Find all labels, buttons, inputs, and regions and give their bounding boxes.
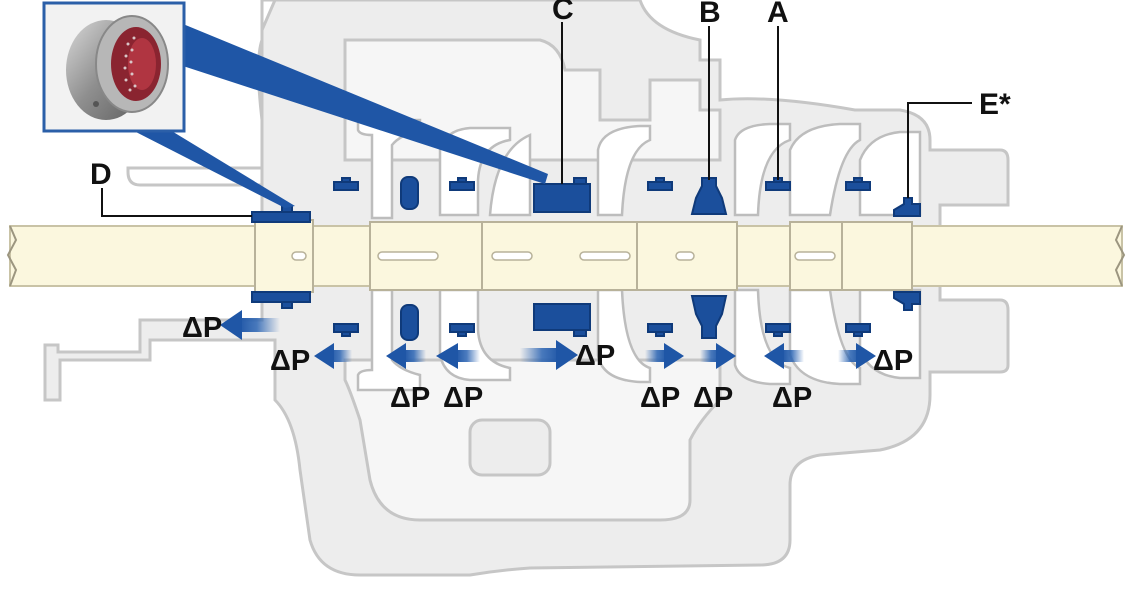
shaft-left-break [6,225,18,287]
leader-e [907,102,972,198]
shaft-hub-5 [841,221,913,291]
part-c-lower [533,303,591,337]
bushing-pin [93,101,99,107]
leader-d [101,188,252,217]
pressure-arrow-icon [764,343,804,369]
stage-6-upper [788,122,862,217]
pressure-arrow-icon [838,343,876,369]
stage-4-upper [596,124,652,217]
pressure-arrow-icon [220,310,280,340]
callout-b: B [699,0,721,29]
part-b-lower [690,295,728,339]
dp-label-2: ΔP [270,345,310,377]
pressure-arrow-icon [436,343,480,369]
shaft [6,219,1126,293]
pressure-arrow-icon [520,340,578,370]
bushing-bore [128,38,156,90]
keyway-6 [794,251,836,261]
keyway-2 [377,251,439,261]
wear-parts [251,176,921,341]
callout-labels: C B A D E* [90,0,1011,191]
stage-1-lower [356,288,422,392]
keyway-1 [291,251,307,261]
ring-seal-2-upper [449,177,475,191]
stage-7-upper [858,130,922,217]
ring-seal-1-lower [333,323,359,337]
pressure-arrow-icon [645,343,684,369]
casing-drain-port [468,418,552,477]
bushing-photo-icon [66,15,169,120]
part-e-upper [893,197,921,217]
dp-label-5: ΔP [575,340,615,372]
keyway-5 [675,251,695,261]
pressure-arrows [220,310,876,370]
inset-projection [132,24,548,208]
shaft-right-break [1114,225,1126,287]
ring-seal-2-lower [449,323,475,337]
dp-label-4: ΔP [443,382,483,414]
stage-5-upper [733,122,792,217]
callout-c: C [552,0,574,26]
projection-beam-lower [132,130,295,208]
callout-d: D [90,158,112,191]
part-c-upper [533,177,591,213]
shaft-keyways [291,251,836,261]
part-b-upper [690,177,728,215]
dp-label-7: ΔP [693,382,733,414]
bushing-inset [42,1,186,133]
ring-seal-3-lower [647,323,673,337]
dp-label-9: ΔP [873,345,913,377]
stage-3-upper [488,133,532,217]
part-d-lower [251,291,311,309]
pill-bushing-lower [400,304,419,341]
ring-seal-a-upper [765,177,791,191]
ring-seal-3-upper [647,177,673,191]
bushing-holes [123,36,137,92]
keyway-3 [491,251,533,261]
dp-label-1: ΔP [182,312,222,344]
leader-lines [101,22,972,217]
dp-label-3: ΔP [390,382,430,414]
pressure-labels: ΔP ΔP ΔP ΔP ΔP ΔP ΔP ΔP ΔP [182,312,913,414]
keyway-4 [579,251,631,261]
pressure-arrow-icon [314,343,352,369]
dp-label-6: ΔP [640,382,680,414]
ring-seal-1-upper [333,177,359,191]
pressure-arrow-icon [700,343,736,369]
pill-bushing-upper [400,176,419,210]
ring-seal-5-upper [845,177,871,191]
dp-label-8: ΔP [772,382,812,414]
part-e-lower [893,291,921,311]
callout-a: A [767,0,789,29]
callout-e: E* [979,88,1011,121]
stage-4-lower [596,288,652,384]
projection-beam-upper [183,24,548,184]
ring-seal-4-lower [765,323,791,337]
ring-seal-5-lower [845,323,871,337]
pressure-arrow-icon [386,343,426,369]
